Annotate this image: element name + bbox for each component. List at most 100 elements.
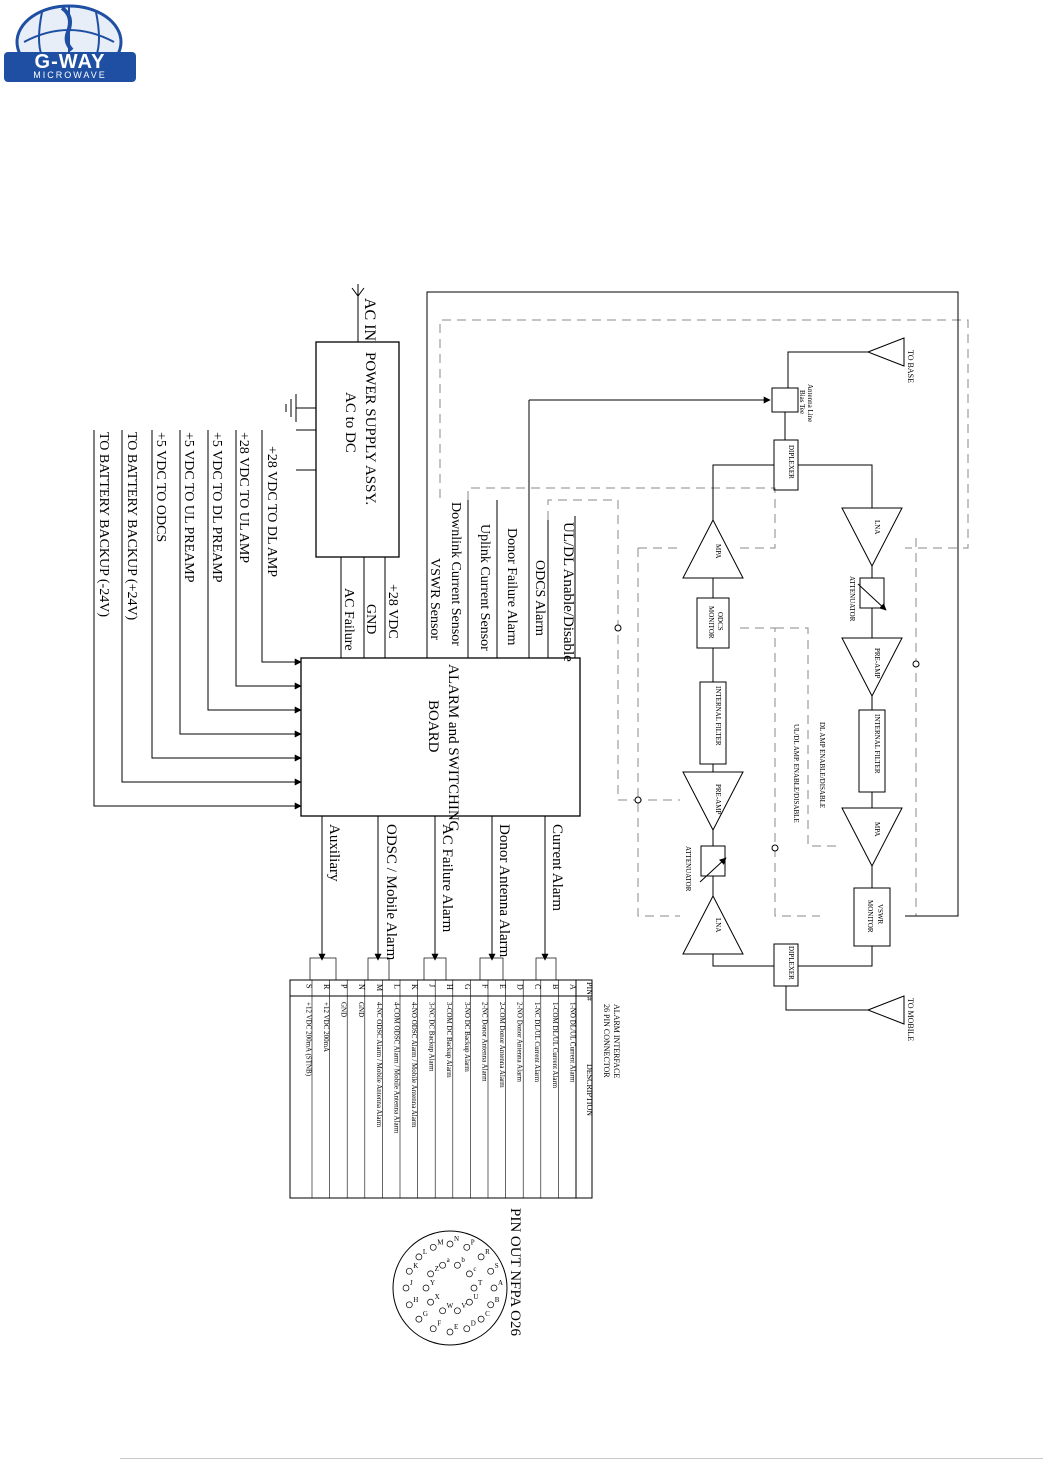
board-input-lines <box>426 400 576 658</box>
rail-label-4: +5 VDC TO ODCS <box>153 432 168 542</box>
attenuator-left-arrow <box>699 857 727 883</box>
connector-header-pin: PIN # <box>585 982 594 1001</box>
dashed-dl-enable <box>775 627 840 847</box>
dl-enable-label: DL AMP ENABLE/DISABLE <box>818 722 826 808</box>
pinout-pin-label: R <box>485 1248 490 1256</box>
power-supply-subtitle: AC to DC <box>342 392 358 453</box>
vswr-monitor-label-1: VSWR <box>876 904 884 925</box>
mobile-antenna-icon <box>866 995 905 1025</box>
company-logo: G-WAY MICROWAVE <box>4 2 136 84</box>
psu-out-28vdc: +28 VDC <box>385 584 400 639</box>
mobile-antenna-feed <box>785 986 868 1011</box>
board-out-label-current: Current Alarm <box>549 824 565 911</box>
pinout-pin-label: Z <box>435 1265 439 1273</box>
rail-label-3: +5 VDC TO UL PREAMP <box>181 432 196 583</box>
mpa-left-triangle <box>682 518 744 579</box>
attenuator-right-box <box>859 577 885 609</box>
psu-rail-lines <box>296 429 316 471</box>
pinout-pin <box>463 1243 471 1251</box>
preamp-right-label: PRE-AMP <box>873 648 881 678</box>
rail-28v-dl <box>261 430 302 666</box>
pinout-pin <box>439 1261 446 1269</box>
pinout-pin <box>415 1253 423 1261</box>
lna-right-triangle <box>841 507 903 568</box>
rf-chain: TO BASE Antenna Line Bias Tee DIPLEXER D… <box>426 291 959 1041</box>
connector-terminal <box>309 957 337 981</box>
connector-pin: D <box>516 984 525 990</box>
connector-description: +12 VDC 200mA (STNB) <box>304 1002 312 1077</box>
board-in-dl-current: Downlink Current Sensor <box>448 502 463 646</box>
connector-pin: C <box>533 984 542 989</box>
connector-description: GND <box>340 1002 348 1017</box>
lna-right-label: LNA <box>873 520 881 534</box>
pinout-pin <box>429 1243 437 1251</box>
internal-filter-right-label: INTERNAL FILTER <box>873 714 881 774</box>
rail-label-5: TO BATTERY BACKUP (+24V) <box>124 432 139 621</box>
pinout-pin <box>490 1284 498 1292</box>
bias-tee-label-1: Antenna Line <box>806 384 814 422</box>
pinout-pin-label: F <box>437 1320 441 1328</box>
pinout-pin-label: Y <box>430 1279 435 1287</box>
pinout-pin-label: c <box>473 1265 476 1273</box>
board-in-ul-current: Uplink Current Sensor <box>477 524 492 651</box>
connector-description: 3-NO DC Backup Alarm <box>463 1002 471 1072</box>
alarm-board-box <box>300 657 581 817</box>
connector-title: ALARM INTERFACE <box>612 1004 621 1078</box>
connector-pin: E <box>498 984 507 989</box>
pinout-pin <box>439 1307 446 1315</box>
pinout-pin <box>454 1261 461 1269</box>
pinout-pin-label: E <box>454 1323 458 1331</box>
rail-label-2: +5 VDC TO DL PREAMP <box>209 432 224 583</box>
pinout-pin <box>405 1267 413 1275</box>
board-in-vswr: VSWR Sensor <box>427 558 442 640</box>
pinout-pin-label: A <box>498 1279 503 1287</box>
board-out-label-ac: AC Failure Alarm <box>439 824 455 933</box>
connector-pin: L <box>392 984 401 989</box>
dashed-ul-dl-enable <box>740 627 820 917</box>
mpa-right-triangle <box>841 807 903 868</box>
board-in-ul-dl: UL/DL Anable/Disable <box>560 522 576 662</box>
ac-in-label: AC IN <box>361 298 378 342</box>
vswr-monitor-box <box>853 887 891 947</box>
board-out-label-aux: Auxiliary <box>326 824 342 882</box>
diplexer-top-label: DIPLEXER <box>787 445 795 479</box>
pinout-pin-label: a <box>447 1256 451 1264</box>
preamp-left-label: PRE-AMP <box>714 784 722 814</box>
footer-rule <box>120 1458 1043 1459</box>
dashed-odcs-loop <box>467 487 776 549</box>
attenuator-right-label: ATTENUATOR <box>848 576 856 622</box>
pinout-pin <box>470 1284 478 1292</box>
psu-out-gnd: GND <box>363 604 378 634</box>
odcs-monitor-label-1: ODCS <box>716 612 724 631</box>
board-in-odcs: ODCS Alarm <box>532 560 547 636</box>
pinout-pin <box>487 1301 495 1309</box>
connector-description: 2-NC Donor Antenna Alarm <box>480 1002 488 1082</box>
diplexer-top-split <box>712 464 873 520</box>
connector-table: ALARM INTERFACE 26 PIN CONNECTOR PIN # D… <box>289 957 621 1199</box>
pinout-pin-label: N <box>454 1235 459 1243</box>
connector-terminal <box>423 957 447 981</box>
psu-out-ac-failure: AC Failure <box>341 588 356 651</box>
dashed-inner-b <box>905 538 930 917</box>
connector-pin: A <box>568 984 577 990</box>
connector-description: GND <box>357 1002 365 1017</box>
junction-dot <box>614 624 622 632</box>
junction-dot <box>771 844 779 852</box>
pinout-pin-label: X <box>435 1293 440 1301</box>
power-supply-title: POWER SUPPLY ASSY. <box>362 352 378 505</box>
rail-label-0: +28 VDC TO DL AMP <box>264 446 279 577</box>
connector-terminal <box>479 957 504 981</box>
pinout-pin <box>463 1325 471 1333</box>
pinout-pin <box>466 1298 473 1306</box>
vswr-feedback-line <box>426 291 959 917</box>
ground-icon <box>285 394 316 422</box>
pinout-pin <box>446 1328 454 1336</box>
odcs-monitor-label-2: MONITOR <box>707 606 715 639</box>
power-supply-block: POWER SUPPLY ASSY. AC to DC AC IN AC Fai… <box>285 284 400 658</box>
preamp-left-triangle <box>682 771 744 832</box>
pinout-pin-label: V <box>461 1302 466 1310</box>
